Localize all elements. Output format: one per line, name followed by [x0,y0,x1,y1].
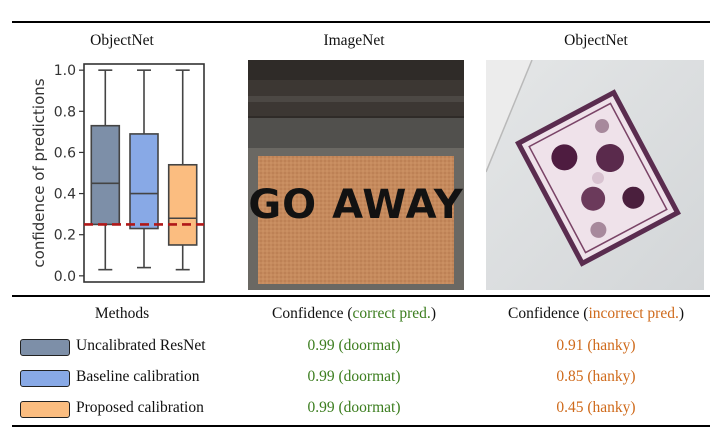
correct-header: Confidence (correct pred.) [244,305,464,323]
header-objectnet-left: ObjectNet [90,32,154,49]
table-row: Baseline calibration 0.99 (doormat) 0.85… [12,364,710,394]
correct-header-suffix: ) [430,305,436,322]
incorrect-confidence: 0.85 (hanky) [556,368,636,385]
correct-header-prefix: Confidence ( [272,305,353,322]
box-1 [129,133,159,230]
plot-frame [83,63,205,283]
y-tick-label: 0.4 [54,187,76,203]
incorrect-header: Confidence (incorrect pred.) [476,305,716,323]
y-tick-label: 0.6 [54,145,76,161]
incorrect-confidence: 0.45 (hanky) [556,399,636,416]
correct-confidence: 0.99 (doormat) [307,337,401,354]
y-axis-label: confidence of predictions [30,78,48,267]
hanky-image [486,60,704,290]
incorrect-confidence: 0.91 (hanky) [556,337,636,354]
doormat-text: GO AWAY [248,182,464,228]
correct-confidence: 0.99 (doormat) [307,368,401,385]
table-row: Proposed calibration 0.99 (doormat) 0.45… [12,395,710,425]
legend-swatch-baseline [20,370,70,387]
method-name: Uncalibrated ResNet [76,337,206,354]
correct-header-highlight: correct pred. [352,305,431,322]
y-tick-label: 0.8 [54,104,76,120]
incorrect-header-prefix: Confidence ( [507,305,589,322]
legend-swatch-proposed [20,401,70,418]
methods-header: Methods [94,305,150,322]
middle-rule [12,295,710,297]
header-objectnet-right: ObjectNet [564,32,628,49]
y-tick-label: 0.0 [54,269,76,285]
doormat-image: GO AWAY [248,60,464,290]
legend-swatch-uncalibrated [20,339,70,356]
y-tick-label: 0.2 [54,228,76,244]
method-name: Proposed calibration [76,399,204,416]
incorrect-header-suffix: ) [678,305,685,322]
header-imagenet: ImageNet [323,32,385,49]
incorrect-header-highlight: incorrect pred. [588,305,679,322]
box-0 [90,124,121,226]
correct-confidence: 0.99 (doormat) [307,399,401,416]
method-name: Baseline calibration [76,368,200,385]
table-row: Uncalibrated ResNet 0.99 (doormat) 0.91 … [12,333,710,363]
confidence-boxplot: confidence of predictions 0.0 0.2 0.4 0.6 0.8… [30,63,205,285]
top-rule [12,21,710,23]
bottom-rule [12,425,710,427]
y-tick-label: 1.0 [54,63,76,79]
box-2 [167,163,198,246]
